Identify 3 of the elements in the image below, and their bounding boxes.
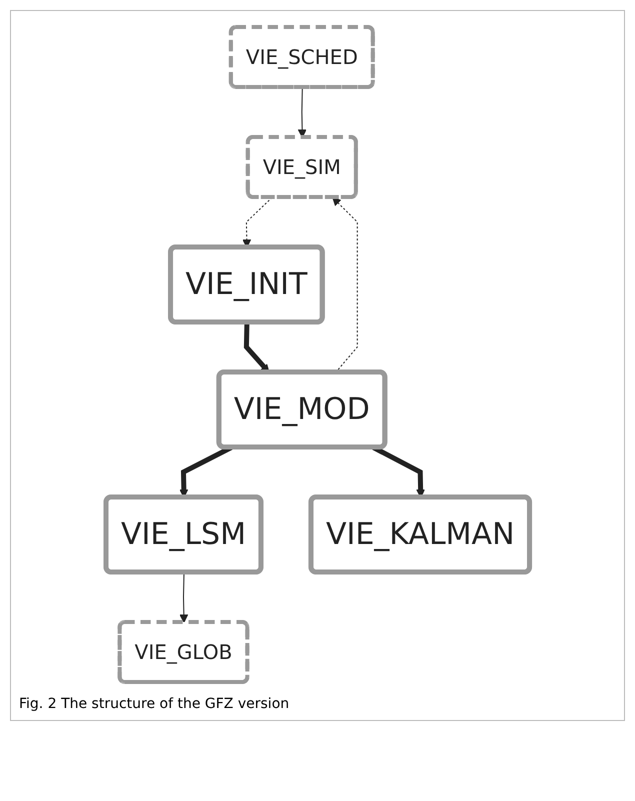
figure-caption: Fig. 2 The structure of the GFZ version — [19, 696, 290, 712]
arrow — [179, 572, 188, 623]
arrow — [298, 87, 306, 138]
